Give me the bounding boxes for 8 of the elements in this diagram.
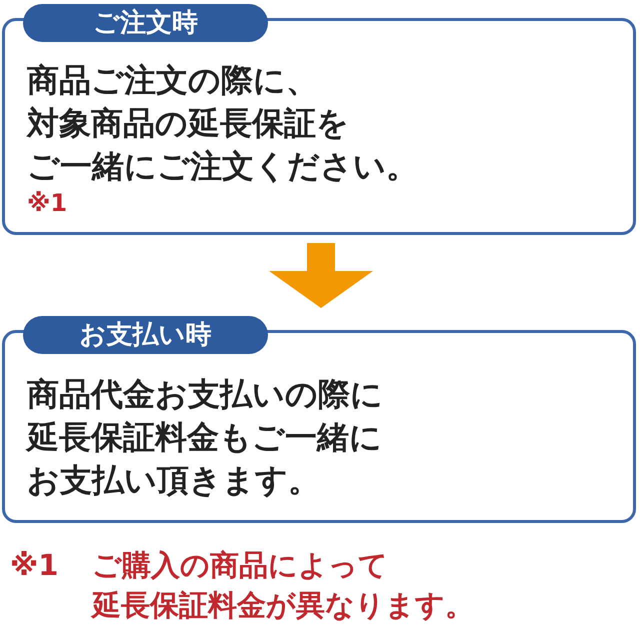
body-text: 商品代金お支払いの際に延長保証料金もご一緒にお支払い頂きます。 bbox=[27, 374, 383, 501]
down-arrow bbox=[269, 243, 373, 308]
footnote-mark: ※1 bbox=[10, 547, 58, 584]
heading-tab: お支払い時 bbox=[23, 316, 268, 354]
footnote-text: ご購入の商品によって延長保証料金が異なります。 bbox=[92, 547, 474, 624]
heading-tab: ご注文時 bbox=[23, 4, 268, 42]
footnote-mark: ※1 bbox=[27, 189, 68, 217]
body-text: 商品ご注文の際に、対象商品の延長保証をご一緒にご注文ください。 bbox=[27, 60, 418, 187]
